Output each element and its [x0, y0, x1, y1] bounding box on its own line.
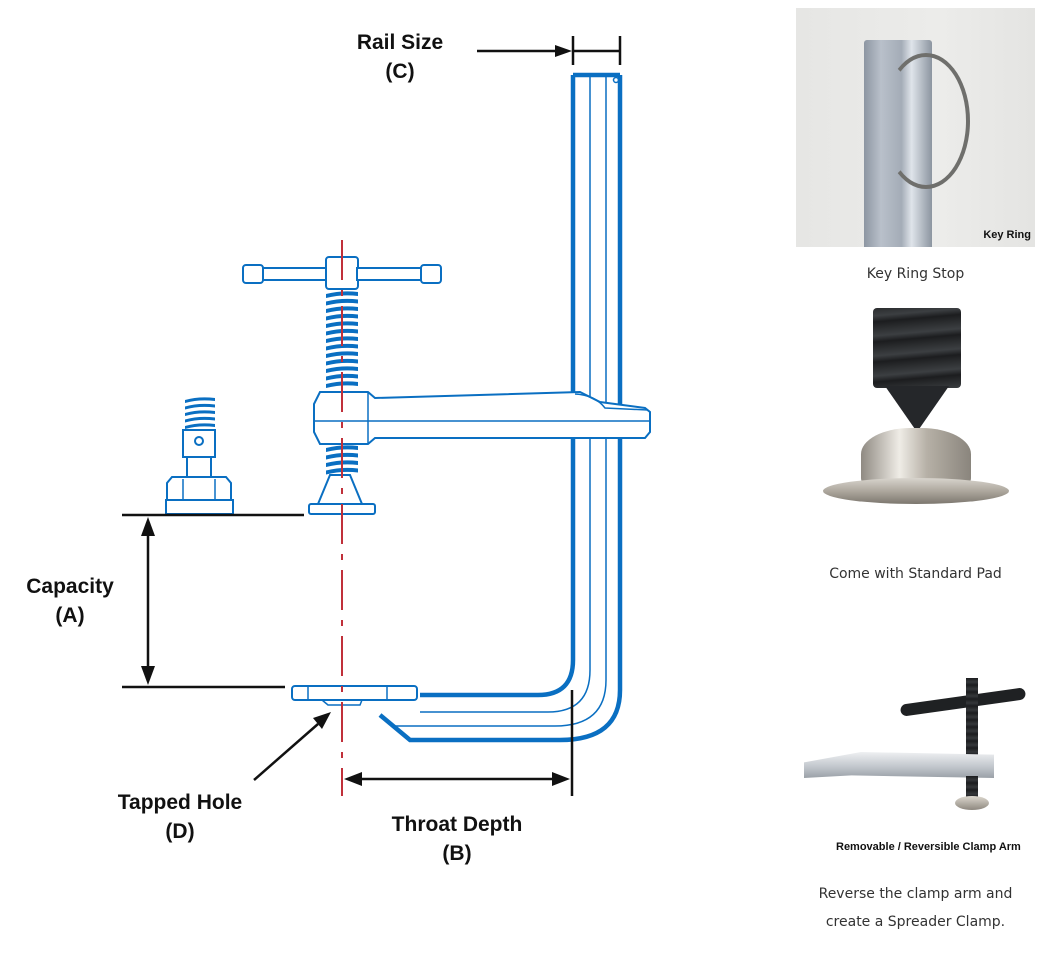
throat-depth-label: Throat Depth	[392, 813, 523, 836]
thread-turn	[326, 358, 358, 366]
arm-photo-pad	[955, 796, 989, 810]
arm-photo-body	[804, 752, 994, 778]
t-handle	[242, 256, 442, 290]
arm-photo-screw-top	[966, 678, 978, 768]
swivel-pad	[308, 474, 376, 515]
stud-thread-turn	[185, 416, 215, 423]
tapped-hole-label: Tapped Hole	[118, 791, 242, 814]
thread-turn	[326, 298, 358, 306]
key-ring-photo-tag: Key Ring	[983, 229, 1031, 241]
standard-pad-photo	[815, 308, 1015, 513]
reversible-arm-caption: Reverse the clamp arm and create a Sprea…	[796, 880, 1035, 936]
stud-thread-turn	[185, 397, 215, 403]
pad-dome-photo	[861, 428, 971, 486]
key-ring-shape	[882, 53, 970, 189]
reversible-arm-caption-line1: Reverse the clamp arm and	[818, 886, 1013, 902]
thread-turn	[326, 343, 358, 351]
key-ring-caption: Key Ring Stop	[866, 266, 965, 282]
pad-base-photo	[823, 478, 1009, 504]
capacity-label: Capacity	[26, 575, 114, 598]
capacity-code: (A)	[55, 604, 84, 627]
thread-turn	[326, 366, 358, 373]
lower-jaw	[291, 685, 418, 706]
stud-thread-turn	[185, 423, 215, 429]
rail-size-code: (C)	[385, 60, 414, 83]
stud-thread-turn	[185, 403, 215, 410]
reversible-arm-photo	[800, 672, 1040, 822]
key-ring-photo: Key Ring	[796, 8, 1035, 247]
dimension-lines	[122, 36, 622, 796]
tapped-hole-code: (D)	[165, 820, 194, 843]
screw-cone-photo	[885, 386, 949, 432]
arm-photo-handle	[899, 687, 1027, 717]
accessory-stud	[165, 397, 234, 515]
screw-photo	[873, 308, 961, 388]
arm-photo-screw-bottom	[966, 776, 978, 798]
clamp-rail	[378, 72, 623, 743]
reversible-arm-caption-line2: create a Spreader Clamp.	[825, 914, 1006, 930]
standard-pad-caption: Come with Standard Pad	[829, 566, 1002, 582]
clamp-arm	[313, 390, 651, 445]
clamp-dimension-diagram: Rail Size (C) Capacity (A) Tapped Hole (…	[26, 31, 651, 865]
stud-thread-turn	[185, 410, 215, 416]
thread-turn	[326, 351, 358, 358]
rail-size-label: Rail Size	[357, 31, 443, 54]
throat-depth-code: (B)	[442, 842, 471, 865]
reversible-arm-photo-tag: Removable / Reversible Clamp Arm	[836, 841, 1021, 853]
